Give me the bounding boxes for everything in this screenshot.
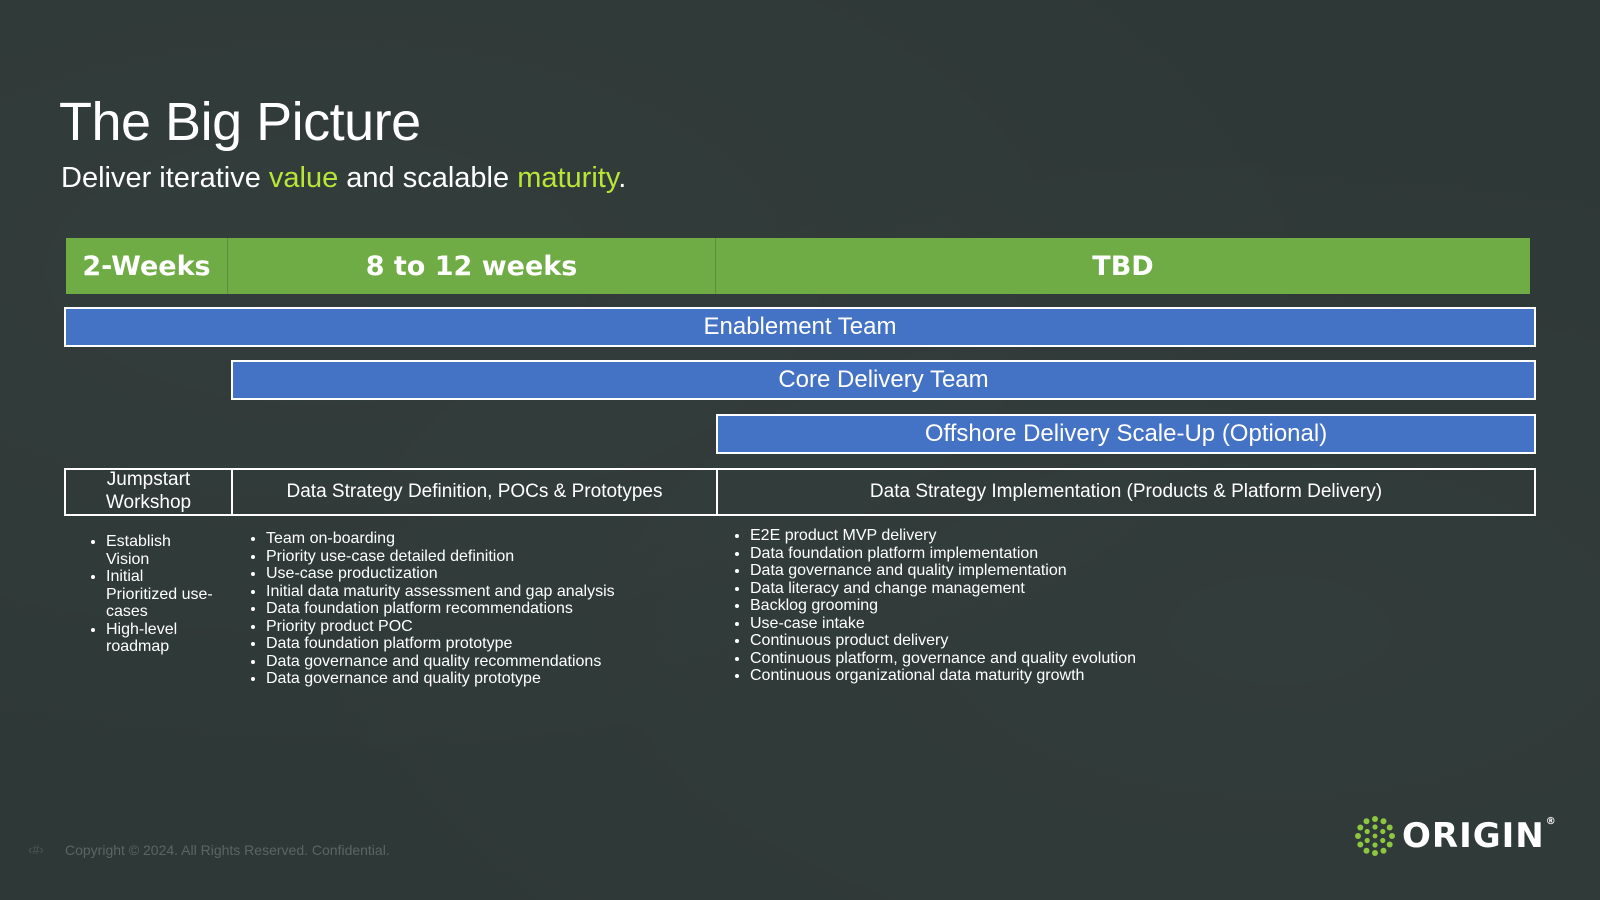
bullet-item: Data foundation platform prototype xyxy=(266,635,726,653)
subtitle-part: and scalable xyxy=(338,162,518,194)
bullet-item: Continuous organizational data maturity … xyxy=(750,667,1530,685)
bullet-item: Initial Prioritized use-cases xyxy=(106,568,216,621)
subtitle-part: Deliver iterative xyxy=(61,162,269,194)
bullet-item: Data foundation platform implementation xyxy=(750,545,1530,563)
bullet-item: Backlog grooming xyxy=(750,597,1530,615)
bullet-item: Use-case productization xyxy=(266,565,726,583)
origin-dots-icon xyxy=(1355,816,1395,856)
jumpstart-bullet-list: Establish VisionInitial Prioritized use-… xyxy=(88,533,216,656)
bullet-item: Data governance and quality recommendati… xyxy=(266,653,726,671)
subtitle-accent-maturity: maturity xyxy=(517,162,619,194)
implementation-bullet-list: E2E product MVP deliveryData foundation … xyxy=(732,527,1530,685)
bullet-item: Team on-boarding xyxy=(266,530,726,548)
bullet-item: Data governance and quality prototype xyxy=(266,670,726,688)
bullet-item: E2E product MVP delivery xyxy=(750,527,1530,545)
subtitle-part: . xyxy=(618,162,627,194)
bullet-item: Priority use-case detailed definition xyxy=(266,548,726,566)
core-delivery-team-bar: Core Delivery Team xyxy=(231,360,1536,400)
subtitle-accent-value: value xyxy=(268,162,339,194)
logo-text: ORIGIN xyxy=(1402,816,1545,856)
enablement-team-bar: Enablement Team xyxy=(64,307,1536,347)
bullet-item: High-level roadmap xyxy=(106,621,216,656)
copyright-text: Copyright © 2024. All Rights Reserved. C… xyxy=(65,842,390,858)
bullet-item: Data literacy and change management xyxy=(750,580,1530,598)
bullet-item: Data foundation platform recommendations xyxy=(266,600,726,618)
phase-8-to-12-weeks: 8 to 12 weeks xyxy=(228,238,716,294)
bullet-item: Initial data maturity assessment and gap… xyxy=(266,583,726,601)
origin-logo: ORIGIN® xyxy=(1354,815,1557,857)
bullet-item: Use-case intake xyxy=(750,615,1530,633)
bullet-item: Data governance and quality implementati… xyxy=(750,562,1530,580)
bullet-item: Priority product POC xyxy=(266,618,726,636)
slide-subtitle: Deliver iterative value and scalable mat… xyxy=(61,161,626,196)
logo-wordmark: ORIGIN® xyxy=(1402,816,1557,856)
offshore-delivery-bar: Offshore Delivery Scale-Up (Optional) xyxy=(716,414,1536,454)
stage-strategy-definition: Data Strategy Definition, POCs & Prototy… xyxy=(231,468,718,516)
definition-bullet-list: Team on-boardingPriority use-case detail… xyxy=(248,530,726,688)
slide-number: ‹#› xyxy=(28,842,44,857)
phase-tbd: TBD xyxy=(716,238,1530,294)
slide-title: The Big Picture xyxy=(59,92,421,152)
bullet-item: Establish Vision xyxy=(106,533,216,568)
bullet-item: Continuous platform, governance and qual… xyxy=(750,650,1530,668)
registered-mark: ® xyxy=(1545,816,1557,827)
stage-strategy-implementation: Data Strategy Implementation (Products &… xyxy=(716,468,1536,516)
bullet-item: Continuous product delivery xyxy=(750,632,1530,650)
phase-2-weeks: 2-Weeks xyxy=(66,238,228,294)
stage-jumpstart-workshop: Jumpstart Workshop xyxy=(64,468,233,516)
